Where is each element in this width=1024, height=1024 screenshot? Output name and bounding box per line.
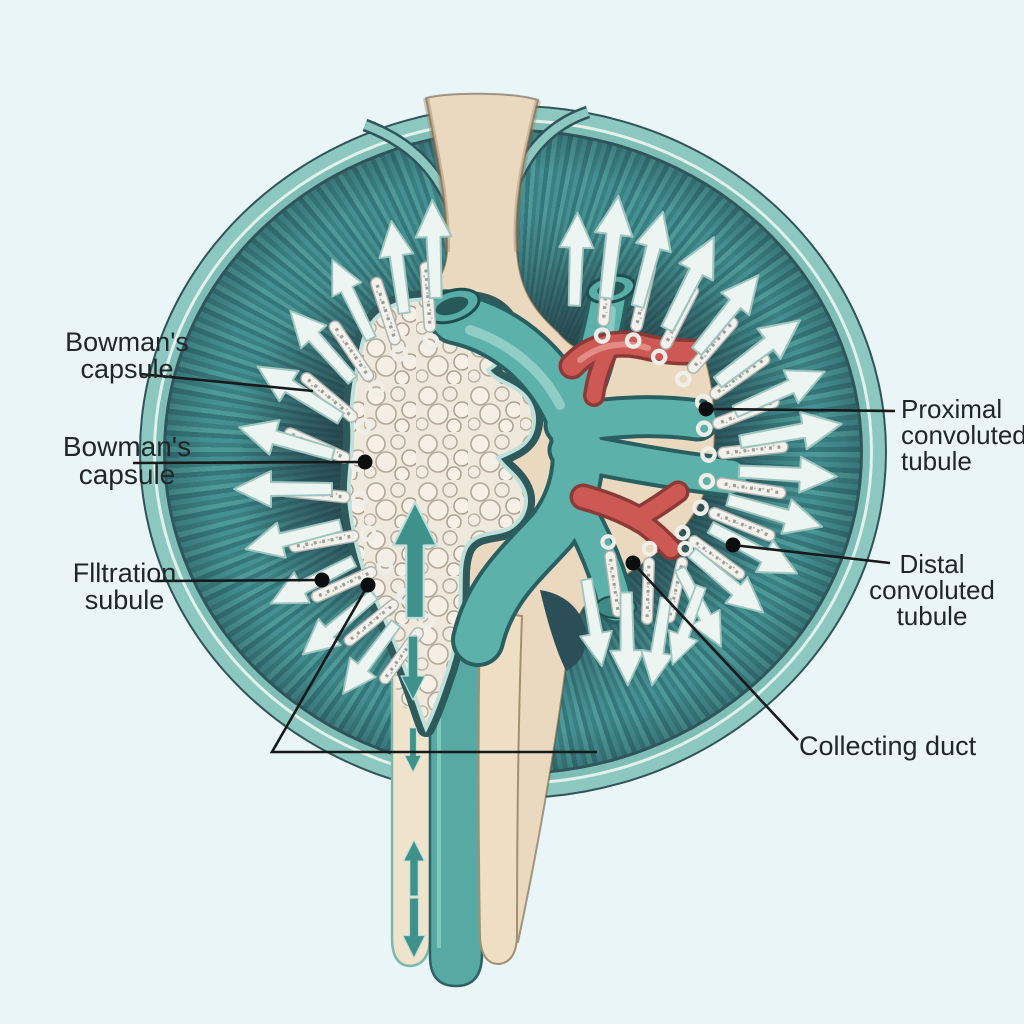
lobe-corner <box>540 590 587 671</box>
leader-dots <box>314 401 741 593</box>
label-filtration-subule: Flltration subule <box>72 558 177 615</box>
bowmans-capsule-structure <box>349 298 534 737</box>
label-bowmans-capsule-2: Bowman's capsule <box>62 431 192 490</box>
leader-bowmans-capsule-2 <box>132 460 366 465</box>
red-vessels <box>558 330 707 561</box>
label-collecting-duct: Collecting duct <box>799 731 977 761</box>
leader-lines <box>132 372 896 754</box>
leader-bowmans-capsule-1 <box>139 372 314 393</box>
leader-proximal <box>705 407 896 413</box>
leader-distal <box>732 543 891 565</box>
leader-collecting-duct <box>632 562 799 741</box>
label-proximal-convoluted-tubule: Proximal convoluted tubule <box>901 394 1024 476</box>
label-bowmans-capsule-1: Bowman's capsule <box>65 327 189 384</box>
ureter-tubes <box>390 598 524 988</box>
label-distal-convoluted-tubule: Distal convoluted tubule <box>869 549 995 631</box>
leader-unlabeled <box>269 584 597 754</box>
leader-filtration-subule <box>154 578 323 583</box>
